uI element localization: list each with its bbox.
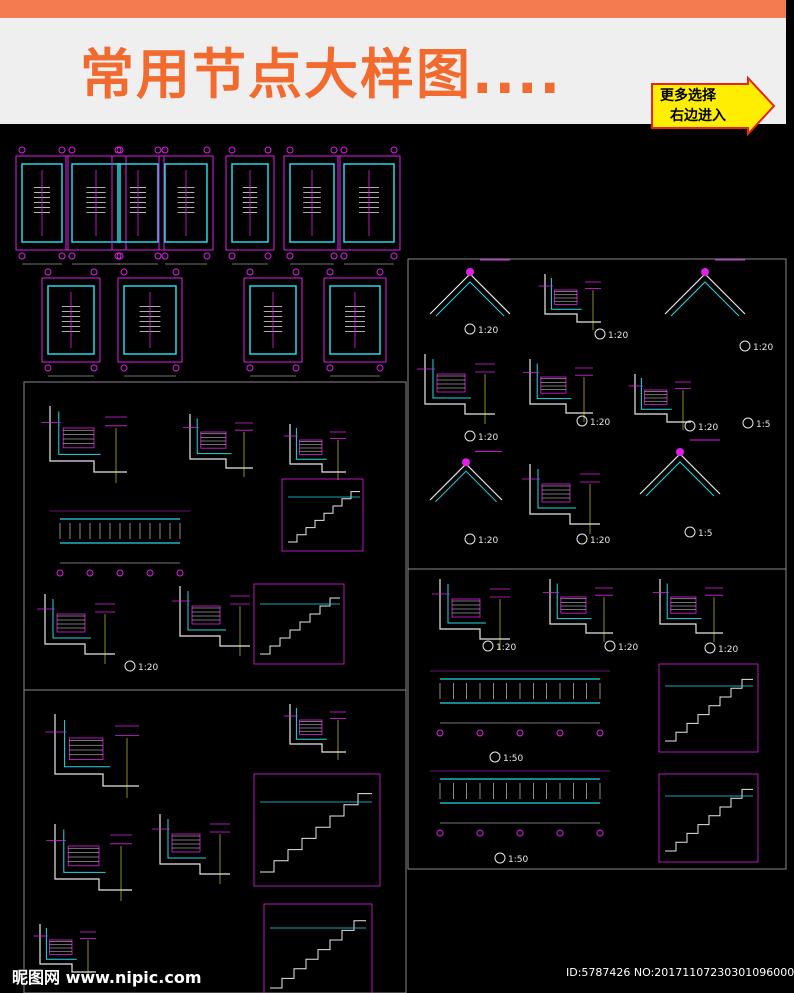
section-detail <box>37 594 115 664</box>
detail-scale-label: 1:20 <box>608 331 628 341</box>
sheet-frame-left-lower <box>23 689 407 993</box>
detail-scale-label: 1:50 <box>503 754 523 764</box>
detail-scale-label: 1:20 <box>478 536 498 546</box>
stair-plan <box>117 268 183 377</box>
detail-number-icon <box>742 417 754 429</box>
detail-scale-label: 1:5 <box>698 529 712 539</box>
arrow-shape-icon <box>651 75 776 137</box>
stair-plan <box>283 146 341 265</box>
section-detail <box>182 414 253 477</box>
section-detail <box>152 814 230 884</box>
stair-plan <box>41 268 101 377</box>
section-detail <box>172 586 250 656</box>
detail-number-icon <box>482 640 494 652</box>
detail-group <box>33 259 759 993</box>
arrow-label-line1: 更多选择 <box>660 88 716 104</box>
detail-number-icon <box>494 852 506 864</box>
stair-section-detail <box>281 478 364 552</box>
stair-plan <box>15 146 69 265</box>
roof-detail <box>429 450 503 503</box>
detail-number-icon <box>594 328 606 340</box>
detail-number-icon <box>684 526 696 538</box>
stair-plan <box>243 268 303 377</box>
section-detail <box>46 824 132 901</box>
stair-plan <box>158 146 214 265</box>
detail-scale-label: 1:20 <box>478 326 498 336</box>
detail-scale-label: 1:20 <box>590 536 610 546</box>
stair-section-detail <box>253 583 345 665</box>
detail-number-icon <box>464 533 476 545</box>
stair-section-detail <box>658 663 759 753</box>
detail-scale-label: 1:20 <box>698 423 718 433</box>
cad-drawing-canvas: 1:20 1:20 1:20 1:20 1:5 1:20 1:20 1:20 1:20 1:5 1:… <box>15 146 787 993</box>
ramp-detail <box>50 510 190 577</box>
detail-scale-label: 1:20 <box>496 643 516 653</box>
detail-number-icon <box>464 323 476 335</box>
stair-plan <box>225 146 275 265</box>
detail-scale-label: 1:5 <box>756 420 770 430</box>
detail-number-icon <box>464 430 476 442</box>
arrow-label-line2: 右边进入 <box>670 108 726 124</box>
detail-label-group: 1:20 1:20 1:20 1:20 1:5 1:20 1:20 1:20 1:20 1:5 1:… <box>124 323 773 865</box>
roof-detail <box>429 259 511 317</box>
section-detail <box>45 714 139 798</box>
detail-scale-label: 1:20 <box>618 643 638 653</box>
detail-number-icon <box>684 420 696 432</box>
railing-detail <box>430 770 610 837</box>
more-options-arrow-button[interactable]: 更多选择 右边进入 <box>650 75 776 137</box>
roof-detail <box>639 439 721 497</box>
stair-plan <box>337 146 401 265</box>
stair-section-detail <box>263 903 373 993</box>
section-detail <box>283 704 346 760</box>
detail-number-icon <box>739 340 751 352</box>
top-accent-strip <box>0 0 786 18</box>
detail-scale-label: 1:20 <box>138 663 158 673</box>
detail-number-icon <box>489 751 501 763</box>
section-detail <box>628 374 691 430</box>
section-detail <box>417 354 495 424</box>
page-title: 常用节点大样图.... <box>80 43 563 106</box>
section-detail <box>522 464 600 534</box>
detail-scale-label: 1:50 <box>508 855 528 865</box>
stair-section-detail <box>253 773 381 887</box>
stair-plan <box>65 146 127 265</box>
watermark-id: ID:5787426 NO:20171107230301096000 <box>566 966 794 979</box>
stair-plan-group <box>15 146 401 377</box>
banner-header: 常用节点大样图.... 更多选择 右边进入 <box>0 18 786 137</box>
section-detail <box>542 579 613 642</box>
section-detail <box>652 579 723 642</box>
section-detail <box>432 579 510 649</box>
watermark-site: 昵图网 www.nipic.com <box>12 968 202 987</box>
section-detail <box>33 924 96 980</box>
detail-number-icon <box>604 640 616 652</box>
stair-plan <box>111 146 165 265</box>
section-detail <box>522 359 593 422</box>
beam-elevation-detail <box>430 670 610 737</box>
section-detail <box>41 406 127 483</box>
detail-number-icon <box>576 415 588 427</box>
section-detail <box>538 274 601 330</box>
detail-scale-label: 1:20 <box>590 418 610 428</box>
detail-scale-label: 1:20 <box>718 645 738 655</box>
sheet-frame-right-lower <box>407 568 787 870</box>
roof-detail <box>664 259 746 317</box>
detail-number-icon <box>704 642 716 654</box>
detail-scale-label: 1:20 <box>478 433 498 443</box>
stair-section-detail <box>658 773 759 863</box>
detail-scale-label: 1:20 <box>753 343 773 353</box>
detail-number-icon <box>124 660 136 672</box>
detail-number-icon <box>576 533 588 545</box>
stair-plan <box>323 268 387 377</box>
section-detail <box>283 424 346 480</box>
